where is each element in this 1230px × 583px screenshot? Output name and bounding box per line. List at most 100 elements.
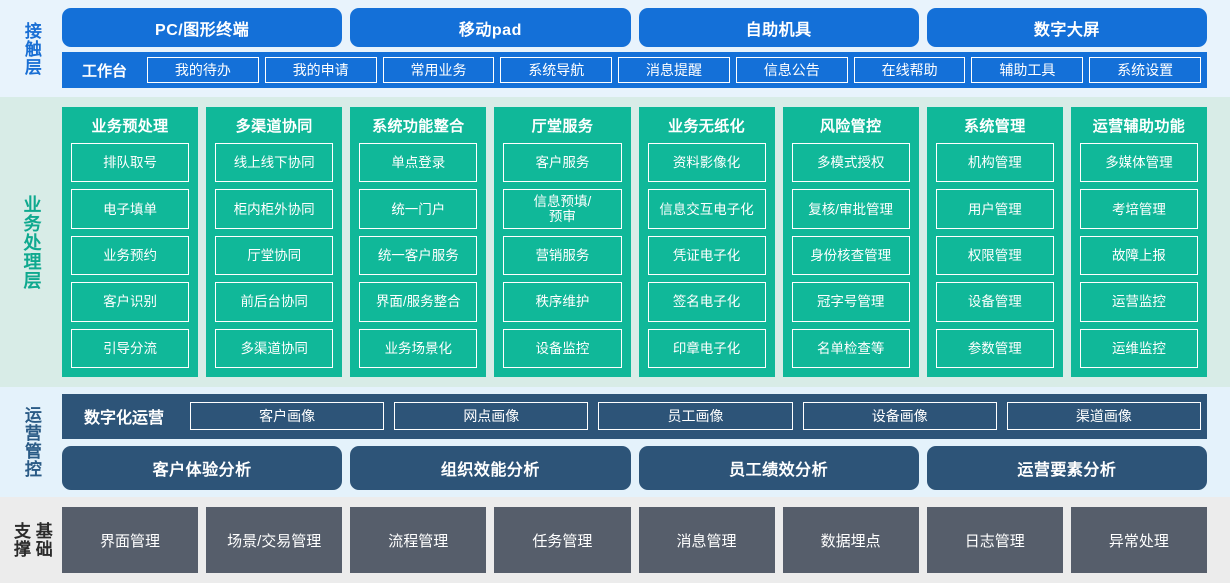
business-item[interactable]: 客户识别 — [71, 282, 190, 322]
business-item[interactable]: 设备监控 — [503, 328, 622, 369]
business-column-items: 机构管理 用户管理 权限管理 设备管理 参数管理 — [935, 143, 1054, 369]
layer-operations-label: 运营管控 — [0, 387, 62, 497]
business-item[interactable]: 资料影像化 — [647, 143, 766, 183]
business-item[interactable]: 多媒体管理 — [1079, 143, 1198, 183]
business-item[interactable]: 设备管理 — [935, 282, 1054, 322]
business-item[interactable]: 多渠道协同 — [215, 328, 334, 369]
layer-foundation-label: 基础 支撑 — [0, 497, 62, 583]
portrait-employee[interactable]: 员工画像 — [598, 402, 793, 431]
channel-pc[interactable]: PC/图形终端 — [62, 8, 343, 47]
business-column-title: 业务预处理 — [91, 118, 169, 135]
foundation-row: 界面管理 场景/交易管理 流程管理 任务管理 消息管理 数据埋点 日志管理 异常… — [62, 497, 1230, 583]
business-item[interactable]: 统一门户 — [359, 189, 478, 229]
business-item[interactable]: 厅堂协同 — [215, 235, 334, 276]
business-item[interactable]: 运营监控 — [1079, 282, 1198, 322]
workbench-item-message-reminder[interactable]: 消息提醒 — [618, 57, 730, 83]
workbench-item-online-help[interactable]: 在线帮助 — [853, 57, 966, 83]
business-column-title: 系统功能整合 — [372, 118, 465, 135]
business-item[interactable]: 印章电子化 — [647, 328, 766, 369]
business-column-preprocessing: 业务预处理 排队取号 电子填单 业务预约 客户识别 引导分流 — [62, 107, 199, 377]
business-item[interactable]: 业务预约 — [71, 235, 190, 276]
layer-foundation: 基础 支撑 界面管理 场景/交易管理 流程管理 任务管理 消息管理 数据埋点 日… — [0, 497, 1230, 583]
business-column-system-integration: 系统功能整合 单点登录 统一门户 统一客户服务 界面/服务整合 业务场景化 — [350, 107, 487, 377]
foundation-item-message-management[interactable]: 消息管理 — [638, 507, 775, 573]
workbench-item-my-todo[interactable]: 我的待办 — [147, 57, 259, 83]
workbench-item-my-application[interactable]: 我的申请 — [264, 57, 377, 83]
business-item[interactable]: 多模式授权 — [791, 143, 910, 183]
business-item[interactable]: 故障上报 — [1079, 235, 1198, 276]
business-item[interactable]: 秩序维护 — [503, 282, 622, 322]
business-item[interactable]: 信息交互电子化 — [647, 189, 766, 229]
business-item[interactable]: 信息预填/ 预审 — [503, 189, 622, 229]
business-item[interactable]: 机构管理 — [935, 143, 1054, 183]
business-column-title: 运营辅助功能 — [1092, 118, 1186, 135]
portrait-device[interactable]: 设备画像 — [802, 402, 997, 431]
workbench-item-auxiliary-tools[interactable]: 辅助工具 — [971, 57, 1084, 83]
business-column-title: 多渠道协同 — [235, 118, 313, 135]
business-item[interactable]: 界面/服务整合 — [359, 282, 478, 322]
digital-operations-title: 数字化运营 — [84, 410, 165, 428]
workbench-row: 工作台 我的待办 我的申请 常用业务 系统导航 消息提醒 信息公告 在线帮助 辅… — [62, 52, 1207, 88]
foundation-item-ui-management[interactable]: 界面管理 — [62, 507, 199, 573]
analysis-operation-elements[interactable]: 运营要素分析 — [926, 445, 1207, 490]
analysis-customer-experience[interactable]: 客户体验分析 — [62, 445, 343, 490]
business-item[interactable]: 排队取号 — [71, 143, 190, 183]
layer-operations-body: 数字化运营 客户画像 网点画像 员工画像 设备画像 渠道画像 客户体验分析 组织… — [62, 387, 1230, 497]
business-item[interactable]: 名单检查等 — [791, 328, 910, 369]
business-item[interactable]: 复核/审批管理 — [791, 189, 910, 229]
layer-foundation-label-text: 基础 支撑 — [9, 522, 53, 558]
analysis-organization-efficiency[interactable]: 组织效能分析 — [350, 445, 631, 490]
foundation-item-log-management[interactable]: 日志管理 — [926, 507, 1063, 573]
portrait-branch[interactable]: 网点画像 — [394, 402, 589, 431]
layer-contact-label-text: 接触层 — [21, 21, 41, 76]
workbench-item-information-notice[interactable]: 信息公告 — [735, 57, 848, 83]
business-item[interactable]: 电子填单 — [71, 189, 190, 229]
foundation-item-process-management[interactable]: 流程管理 — [350, 507, 487, 573]
business-item[interactable]: 冠字号管理 — [791, 282, 910, 322]
channel-self-service[interactable]: 自助机具 — [638, 8, 919, 47]
business-column-title: 业务无纸化 — [668, 118, 746, 135]
foundation-item-task-management[interactable]: 任务管理 — [494, 507, 631, 573]
business-item[interactable]: 运维监控 — [1079, 328, 1198, 369]
business-item[interactable]: 柜内柜外协同 — [215, 189, 334, 229]
business-item[interactable]: 客户服务 — [503, 143, 622, 183]
layer-business-label: 业务处理层 — [0, 97, 62, 387]
channel-mobile-pad[interactable]: 移动pad — [350, 8, 631, 47]
business-item[interactable]: 权限管理 — [935, 235, 1054, 276]
workbench-item-common-business[interactable]: 常用业务 — [382, 57, 495, 83]
layer-foundation-label-line1: 基础 — [32, 522, 52, 558]
business-column-title: 风险管控 — [819, 118, 882, 135]
business-column-items: 多模式授权 复核/审批管理 身份核查管理 冠字号管理 名单检查等 — [791, 143, 910, 369]
business-column-system-management: 系统管理 机构管理 用户管理 权限管理 设备管理 参数管理 — [926, 107, 1063, 377]
workbench-item-system-settings[interactable]: 系统设置 — [1089, 57, 1202, 83]
foundation-item-exception-handling[interactable]: 异常处理 — [1070, 507, 1207, 573]
business-column-items: 多媒体管理 考培管理 故障上报 运营监控 运维监控 — [1079, 143, 1198, 369]
analysis-employee-performance[interactable]: 员工绩效分析 — [638, 445, 919, 490]
business-item[interactable]: 用户管理 — [935, 189, 1054, 229]
business-item[interactable]: 业务场景化 — [359, 328, 478, 369]
layer-business-body: 业务预处理 排队取号 电子填单 业务预约 客户识别 引导分流 多渠道协同 线上线… — [62, 97, 1230, 387]
business-item[interactable]: 考培管理 — [1079, 189, 1198, 229]
foundation-item-data-tracking[interactable]: 数据埋点 — [782, 507, 919, 573]
business-item[interactable]: 凭证电子化 — [647, 235, 766, 276]
business-column-multichannel: 多渠道协同 线上线下协同 柜内柜外协同 厅堂协同 前后台协同 多渠道协同 — [206, 107, 343, 377]
portrait-customer[interactable]: 客户画像 — [190, 402, 385, 431]
business-item[interactable]: 营销服务 — [503, 235, 622, 276]
business-item[interactable]: 引导分流 — [71, 328, 190, 369]
business-item[interactable]: 参数管理 — [935, 328, 1054, 369]
portrait-channel[interactable]: 渠道画像 — [1006, 402, 1202, 431]
business-item[interactable]: 单点登录 — [359, 143, 478, 183]
workbench-item-system-navigation[interactable]: 系统导航 — [500, 57, 613, 83]
business-item[interactable]: 签名电子化 — [647, 282, 766, 322]
operations-inner: 数字化运营 客户画像 网点画像 员工画像 设备画像 渠道画像 客户体验分析 组织… — [62, 387, 1230, 497]
business-item[interactable]: 前后台协同 — [215, 282, 334, 322]
business-column-title: 厅堂服务 — [531, 118, 594, 135]
business-column-paperless: 业务无纸化 资料影像化 信息交互电子化 凭证电子化 签名电子化 印章电子化 — [638, 107, 775, 377]
channel-digital-screen[interactable]: 数字大屏 — [926, 8, 1207, 47]
workbench-title: 工作台 — [82, 62, 128, 80]
channel-row: PC/图形终端 移动pad 自助机具 数字大屏 — [62, 4, 1230, 47]
business-item[interactable]: 身份核查管理 — [791, 235, 910, 276]
foundation-item-scenario-transaction-management[interactable]: 场景/交易管理 — [206, 507, 343, 573]
business-item[interactable]: 线上线下协同 — [215, 143, 334, 183]
business-item[interactable]: 统一客户服务 — [359, 235, 478, 276]
